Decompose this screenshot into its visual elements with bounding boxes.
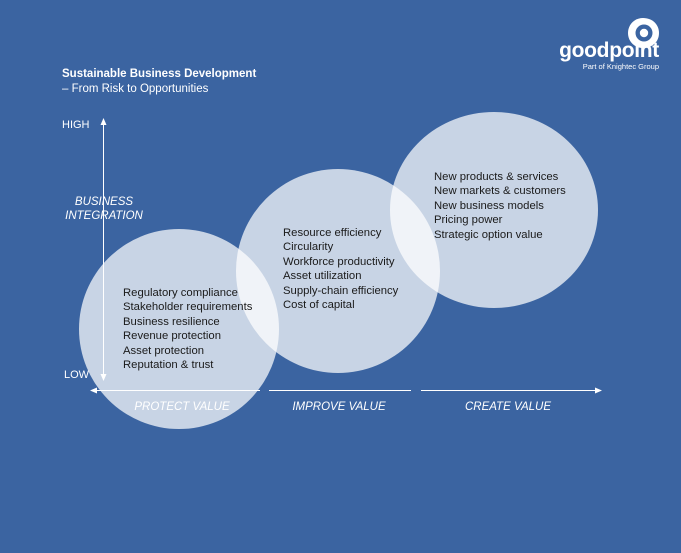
y-axis-arrow-down xyxy=(100,374,107,381)
axis-high-label: HIGH xyxy=(62,119,90,131)
diagram-subtitle: – From Risk to Opportunities xyxy=(62,83,209,95)
list-item: Revenue protection xyxy=(123,330,221,343)
list-item: Strategic option value xyxy=(434,228,543,241)
logo-wordmark: goodpoint xyxy=(559,39,659,62)
list-item: Asset utilization xyxy=(283,270,362,283)
list-item: Reputation & trust xyxy=(123,359,214,372)
diagram-title: Sustainable Business Development xyxy=(62,68,257,80)
improve-value-label: IMPROVE VALUE xyxy=(292,401,386,413)
protect-value-list: Regulatory compliance Stakeholder requir… xyxy=(123,286,252,372)
protect-value-label: PROTECT VALUE xyxy=(134,401,230,413)
x-axis-arrow-right xyxy=(595,387,602,394)
list-item: New products & services xyxy=(434,171,559,183)
list-item: Stakeholder requirements xyxy=(123,301,253,314)
list-item: New markets & customers xyxy=(434,185,566,198)
list-item: Workforce productivity xyxy=(283,255,395,268)
improve-value-list: Resource efficiency Circularity Workforc… xyxy=(283,226,398,312)
eye-icon xyxy=(628,18,659,48)
list-item: New business models xyxy=(434,199,544,212)
create-value-circle xyxy=(390,112,598,308)
list-item: Regulatory compliance xyxy=(123,287,238,299)
list-item: Business resilience xyxy=(123,315,220,328)
y-axis-arrow-up xyxy=(100,118,107,125)
business-integration-label: BUSINESS INTEGRATION xyxy=(58,195,150,223)
list-item: Asset protection xyxy=(123,344,205,357)
business-integration-line2: INTEGRATION xyxy=(65,210,143,222)
list-item: Supply-chain efficiency xyxy=(283,284,399,297)
create-value-label: CREATE VALUE xyxy=(464,401,552,413)
business-integration-line1: BUSINESS xyxy=(74,196,134,208)
list-item: Circularity xyxy=(283,241,334,254)
list-item: Resource efficiency xyxy=(283,227,382,239)
list-item: Cost of capital xyxy=(283,299,355,312)
x-axis-arrow-left xyxy=(90,387,97,394)
logo-tagline: Part of Knightec Group xyxy=(582,62,659,71)
list-item: Pricing power xyxy=(434,214,503,227)
axis-low-label: LOW xyxy=(64,369,90,381)
create-value-list: New products & services New markets & cu… xyxy=(434,170,566,242)
